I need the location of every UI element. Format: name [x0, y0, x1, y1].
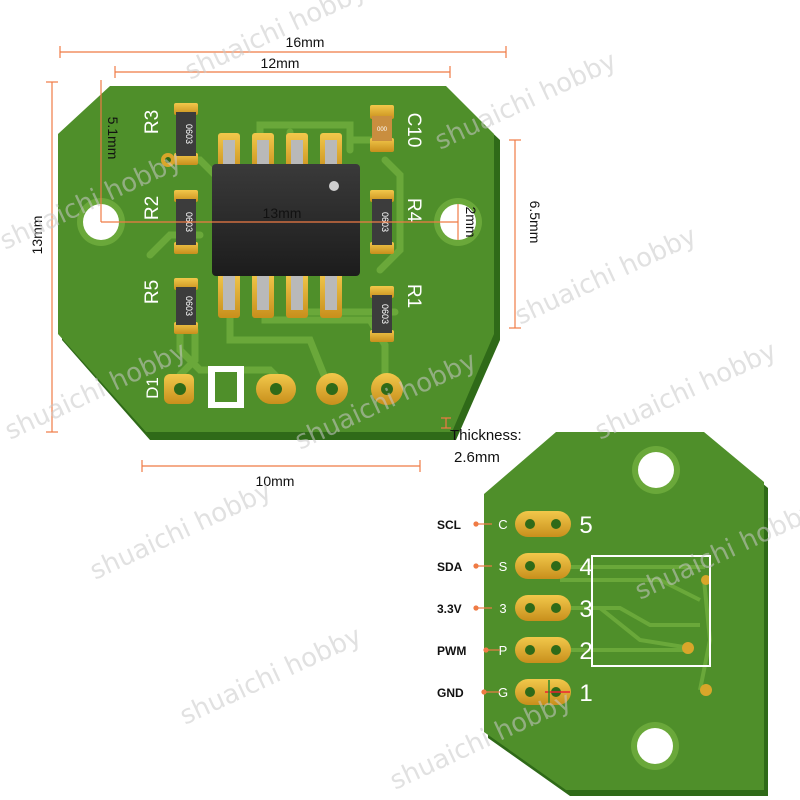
resistor-r5-code: 0603	[184, 296, 194, 316]
dim-5-1mm: 5.1mm	[105, 117, 121, 160]
ic-chip	[212, 133, 360, 318]
back-via-b	[682, 642, 694, 654]
resistor-r3-code: 0603	[184, 124, 194, 144]
front-bottom-pads	[164, 366, 403, 408]
back-top-hole	[638, 452, 674, 488]
dim-10mm: 10mm	[256, 473, 295, 489]
pin-silk-3: 3	[499, 601, 506, 616]
watermark-7: shuaichi hobby	[590, 336, 781, 446]
gnd-marker	[545, 680, 570, 704]
back-bottom-hole	[637, 728, 673, 764]
resistor-r3: 0603	[174, 103, 198, 165]
pin-number-5: 5	[579, 512, 592, 539]
label-r4: R4	[403, 198, 424, 223]
thickness-value: 2.6mm	[454, 449, 500, 466]
pin-label-3v3: 3.3V	[437, 602, 462, 616]
pin-silk-p: P	[499, 643, 508, 658]
pin-number-4: 4	[579, 554, 592, 581]
thickness-callout: Thickness: 2.6mm	[441, 417, 522, 466]
watermark-10: shuaichi hobby	[175, 621, 366, 731]
pin-labels: SCL SDA 3.3V PWM GND	[437, 518, 570, 704]
dim-13mm-holes: 13mm	[263, 205, 302, 221]
resistor-r1: 0603	[370, 286, 394, 342]
back-traces	[560, 565, 713, 691]
pin-number-3: 3	[579, 596, 592, 623]
watermark-1: shuaichi hobby	[180, 0, 371, 86]
ic-pin1-dot	[329, 181, 339, 191]
front-pcb: 0603 0603 0603 000 0603	[58, 86, 500, 440]
label-r3: R3	[142, 110, 163, 134]
pin-label-gnd: GND	[437, 686, 464, 700]
ic-body	[212, 164, 360, 276]
dim-2mm: 2mm	[463, 206, 479, 237]
pin-label-pwm: PWM	[437, 644, 466, 658]
resistor-r5: 0603	[174, 278, 198, 334]
back-pcb: 5 4 3 2 1 C S 3 P G	[484, 432, 768, 796]
dim-6-5mm: 6.5mm	[527, 201, 543, 244]
pin-silk-g: G	[498, 685, 508, 700]
back-via-a	[701, 575, 711, 585]
label-r1: R1	[403, 284, 424, 308]
label-r5: R5	[142, 280, 163, 304]
sensor-outline	[591, 555, 711, 667]
pin-number-1: 1	[579, 680, 592, 707]
capacitor-c10: 000	[370, 105, 394, 152]
dim-12mm: 12mm	[261, 55, 300, 71]
pin-number-2: 2	[579, 638, 592, 665]
resistor-r1-code: 0603	[380, 304, 390, 324]
front-dimensions: 16mm 12mm 5.1mm 13mm 2mm 13mm 6.5mm 10mm	[29, 34, 543, 489]
back-via-c	[700, 684, 712, 696]
back-pin-pads	[515, 511, 571, 705]
pin-silk-c: C	[498, 517, 507, 532]
dim-13mm-height: 13mm	[29, 216, 45, 255]
pin-label-sda: SDA	[437, 560, 463, 574]
back-pin-holes	[525, 519, 561, 697]
ic-leads	[223, 140, 337, 310]
front-via-hole	[165, 157, 171, 163]
capacitor-c10-code: 000	[377, 127, 388, 133]
label-c10: C10	[403, 113, 424, 148]
watermark-8: shuaichi hobby	[85, 476, 276, 586]
dim-16mm: 16mm	[286, 34, 325, 50]
label-d1: D1	[143, 377, 162, 399]
thickness-label: Thickness:	[450, 427, 522, 444]
pin-silk-s: S	[499, 559, 508, 574]
pin-label-scl: SCL	[437, 518, 461, 532]
label-r2: R2	[142, 196, 163, 220]
